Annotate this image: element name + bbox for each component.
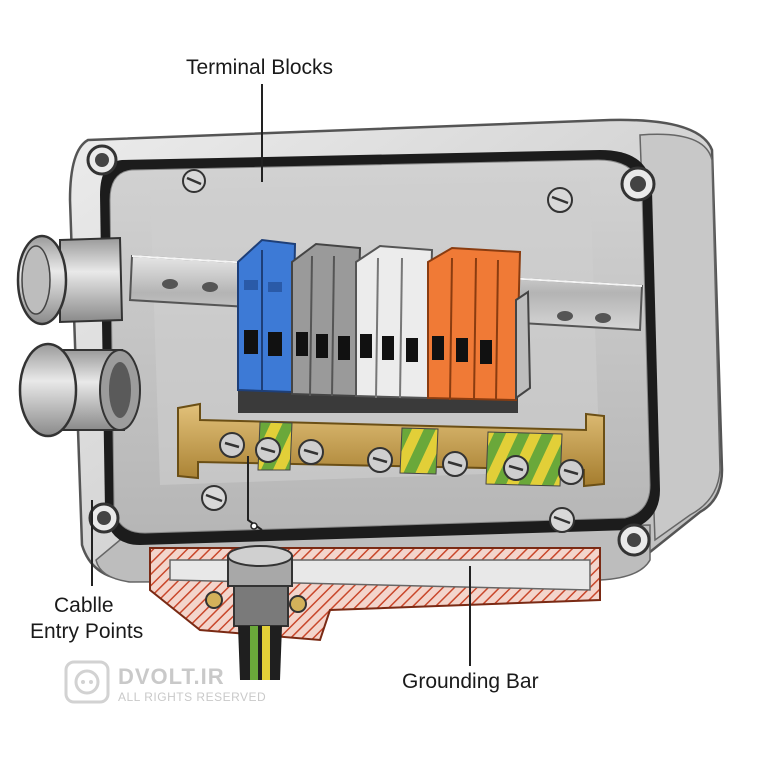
cable-entry-label-line2: Entry Points: [30, 620, 144, 643]
bottom-cable-entry: [205, 545, 307, 680]
terminal-blocks-label: Terminal Blocks: [186, 56, 334, 79]
terminal-block-grey: [291, 242, 362, 398]
terminal-blocks: [237, 238, 532, 413]
mounting-holes: [86, 144, 656, 557]
grounding-bar-label: Grounding Bar: [402, 670, 539, 693]
ground-wire-pointer: [250, 522, 258, 530]
grounding-bar: [177, 402, 605, 488]
terminal-block-blue: [237, 238, 297, 394]
watermark-logo: [64, 660, 110, 704]
inner-screws: [182, 169, 575, 533]
cable-entry-label-line1: Cablle: [54, 594, 114, 617]
watermark-brand: DVOLT.IR: [118, 664, 225, 689]
watermark-tagline: ALL RIGHTS RESERVED: [118, 690, 267, 704]
terminal-block-white: [355, 244, 434, 400]
cable-glands: [16, 234, 141, 438]
terminal-block-orange: [427, 246, 522, 402]
